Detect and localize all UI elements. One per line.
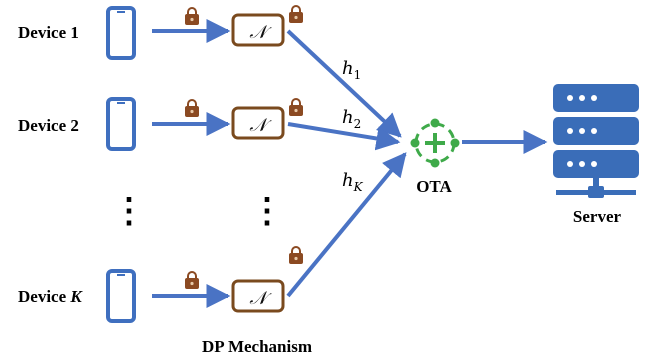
device-k-prefix: Device (18, 287, 67, 306)
device-1-label: Device 1 (18, 23, 79, 42)
lock-icon (288, 98, 304, 117)
server-label: Server (573, 207, 622, 226)
device-2-label: Device 2 (18, 116, 79, 135)
device-k-index: K (69, 287, 83, 306)
phone-icon (106, 97, 136, 151)
lock-icon (184, 7, 200, 26)
noise-box-1: 𝒩 (231, 13, 285, 47)
device-k-label: Device K (18, 287, 83, 306)
ota-icon (410, 118, 460, 168)
lock-icon (288, 246, 304, 265)
ota-label: OTA (416, 177, 452, 196)
noise-box-k: 𝒩 (231, 279, 285, 313)
mechanism-label: DP Mechanism (202, 337, 312, 356)
channel-2-arrow (287, 122, 401, 151)
device-1-index: 1 (70, 23, 79, 42)
device-1-prefix: Device (18, 23, 67, 42)
channel-2-label: h2 (342, 107, 361, 131)
device-2-index: 2 (70, 116, 79, 135)
server-icon (553, 84, 639, 198)
lock-icon (184, 271, 200, 290)
phone-icon (106, 269, 136, 323)
device-ellipsis: ⋮ (112, 193, 146, 230)
channel-k-arrow (286, 152, 407, 298)
channel-k-label: hK (342, 170, 364, 194)
noise-box-2: 𝒩 (231, 106, 285, 140)
phone-icon (106, 6, 136, 60)
lock-icon (184, 99, 200, 118)
channel-1-arrow (286, 29, 402, 138)
mechanism-ellipsis: ⋮ (250, 193, 284, 230)
channel-1-label: h1 (342, 58, 361, 82)
lock-icon (288, 5, 304, 24)
device-2-prefix: Device (18, 116, 67, 135)
